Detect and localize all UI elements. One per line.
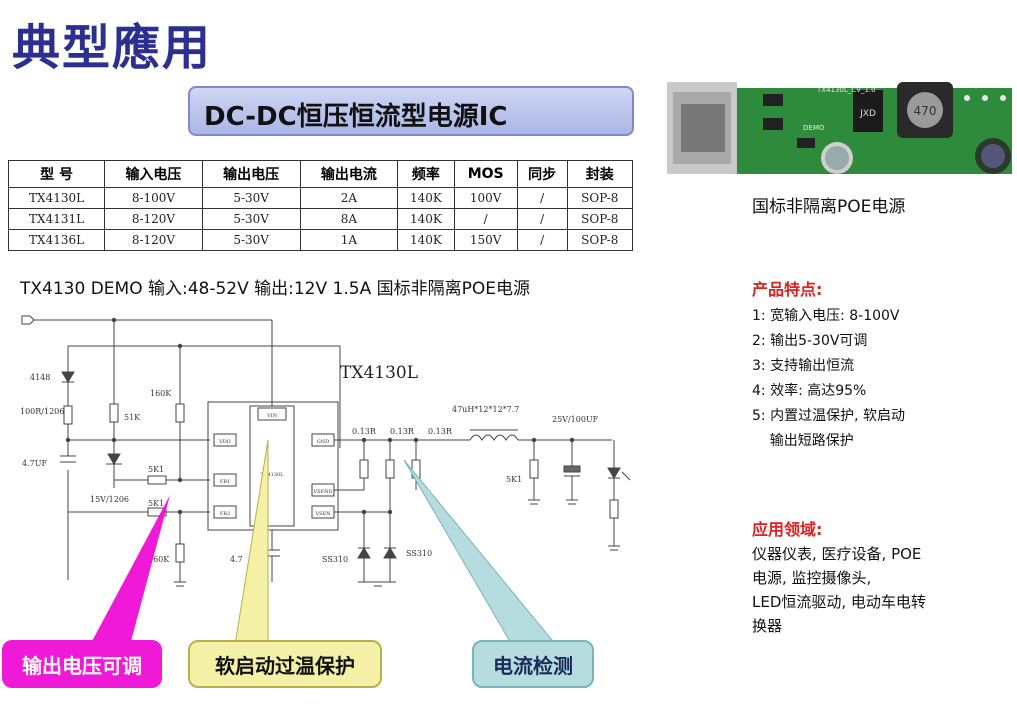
board-label: TX4130L_CV_1.0: [816, 86, 876, 94]
cell: 8-120V: [104, 208, 203, 230]
pin-gnd: GND: [317, 439, 329, 445]
label-zener: 15V/1206: [90, 495, 129, 504]
label-diode1: SS310: [322, 555, 348, 564]
page-title: 典型應用: [12, 20, 213, 76]
label-r4: 5K1: [148, 465, 164, 474]
col-iout: 输出电流: [299, 160, 399, 188]
callout-current-sense: 电流检测: [472, 640, 594, 688]
table-row: TX4131L 8-120V 5-30V 8A 140K / / SOP-8: [7, 208, 634, 230]
label-c1: 4.7UF: [22, 459, 47, 468]
cell: TX4130L: [7, 187, 106, 209]
table-row: TX4130L 8-100V 5-30V 2A 140K 100V / SOP-…: [7, 187, 634, 209]
chip-label-small: TX4130L: [261, 472, 285, 478]
label-c2: 4.7: [230, 555, 243, 564]
callout-vout-pointer: [92, 495, 170, 640]
label-r2: 51K: [124, 413, 141, 422]
cell: 8-120V: [104, 229, 203, 251]
chip-label: JXD: [859, 109, 876, 119]
col-mos: MOS: [453, 160, 518, 188]
feature-item: 1: 宽输入电压: 8-100V: [752, 308, 900, 324]
cell: /: [516, 208, 568, 230]
inductor-label: 470: [914, 104, 937, 118]
cell: TX4131L: [7, 208, 106, 230]
cell: SOP-8: [566, 229, 634, 251]
label-r6: 160K: [148, 555, 170, 564]
applications-line: 仪器仪表, 医疗设备, POE: [752, 545, 922, 563]
pcb-illustration: 470 JXD TX4130L_CV_1.0 DEMO: [667, 78, 1012, 184]
col-vout: 输出电压: [201, 160, 301, 188]
col-sync: 同步: [516, 160, 568, 188]
col-package: 封装: [566, 160, 634, 188]
label-diode2: SS310: [406, 549, 432, 558]
feature-item: 5: 内置过温保护, 软启动: [752, 408, 905, 424]
applications-line: LED恒流驱动, 电动车电转: [752, 593, 926, 611]
label-r7: 5K1: [506, 475, 522, 484]
demo-caption: TX4130 DEMO 输入:48-52V 输出:12V 1.5A 国标非隔离P…: [20, 279, 530, 299]
applications-line: 电源, 监控摄像头,: [752, 569, 872, 587]
applications-title: 应用领域:: [752, 520, 823, 539]
callout-soft-pointer: [235, 439, 269, 640]
label-r1: 100R/1206: [20, 407, 64, 416]
pin-vdd: VDD: [218, 439, 231, 445]
label-r5: 5K1: [148, 499, 164, 508]
cell: 2A: [299, 187, 399, 209]
pin-vsend: VSEND: [312, 489, 332, 495]
cell: /: [453, 208, 518, 230]
photo-caption: 国标非隔离POE电源: [752, 197, 906, 217]
label-r3: 160K: [150, 389, 172, 398]
applications-line: 换器: [752, 617, 783, 635]
label-rs1: 0.13R: [352, 427, 377, 436]
table-header-row: 型 号 输入电压 输出电压 输出电流 频率 MOS 同步 封装: [7, 160, 634, 188]
spec-table: 型 号 输入电压 输出电压 输出电流 频率 MOS 同步 封装 TX4130L …: [7, 160, 634, 251]
circuit-schematic: 4148 100R/1206 4.7UF 51K 160K 15V/1206 5…: [20, 315, 631, 640]
callout-soft-start: 软启动过温保护: [188, 640, 382, 688]
cell: 140K: [397, 229, 455, 251]
feature-item: 2: 输出5-30V可调: [752, 333, 868, 349]
table-row: TX4136L 8-120V 5-30V 1A 140K 150V / SOP-…: [7, 229, 634, 251]
label-inductor: 47uH*12*12*7.7: [452, 405, 519, 414]
label-rs2: 0.13R: [390, 427, 415, 436]
chip-name: TX4130L: [340, 363, 418, 383]
input-terminal: [21, 315, 35, 325]
cell: TX4136L: [7, 229, 106, 251]
cell: 100V: [453, 187, 518, 209]
cell: 140K: [397, 187, 455, 209]
cell: 5-30V: [201, 187, 301, 209]
cell: 5-30V: [201, 229, 301, 251]
cell: 8A: [299, 208, 399, 230]
feature-item: 4: 效率: 高达95%: [752, 383, 867, 399]
cell: 1A: [299, 229, 399, 251]
cell: SOP-8: [566, 187, 634, 209]
cell: 140K: [397, 208, 455, 230]
pin-vin: VIN: [266, 413, 278, 419]
callout-output-voltage: 输出电压可调: [2, 640, 162, 688]
features-title: 产品特点:: [752, 280, 823, 299]
label-rs3: 0.13R: [428, 427, 453, 436]
cell: 150V: [453, 229, 518, 251]
cell: /: [516, 187, 568, 209]
feature-item: 输出短路保护: [752, 433, 854, 449]
cell: 8-100V: [104, 187, 203, 209]
pin-fb1: FB1: [220, 479, 230, 485]
label-cout: 25V/100UF: [552, 415, 599, 424]
col-model: 型 号: [7, 160, 106, 188]
subtitle-banner: DC-DC恒压恒流型电源IC: [188, 86, 634, 136]
label-d1: 4148: [30, 373, 50, 382]
pin-vsen: VSEN: [314, 511, 331, 517]
callout-current-pointer: [403, 459, 553, 640]
cell: /: [516, 229, 568, 251]
product-photo: 470 JXD TX4130L_CV_1.0 DEMO: [667, 78, 1012, 184]
cell: 5-30V: [201, 208, 301, 230]
col-freq: 频率: [397, 160, 455, 188]
demo-label: DEMO: [803, 124, 825, 132]
pin-fb2: FB2: [220, 511, 230, 517]
col-vin: 输入电压: [104, 160, 203, 188]
cell: SOP-8: [566, 208, 634, 230]
feature-item: 3: 支持输出恒流: [752, 358, 855, 374]
